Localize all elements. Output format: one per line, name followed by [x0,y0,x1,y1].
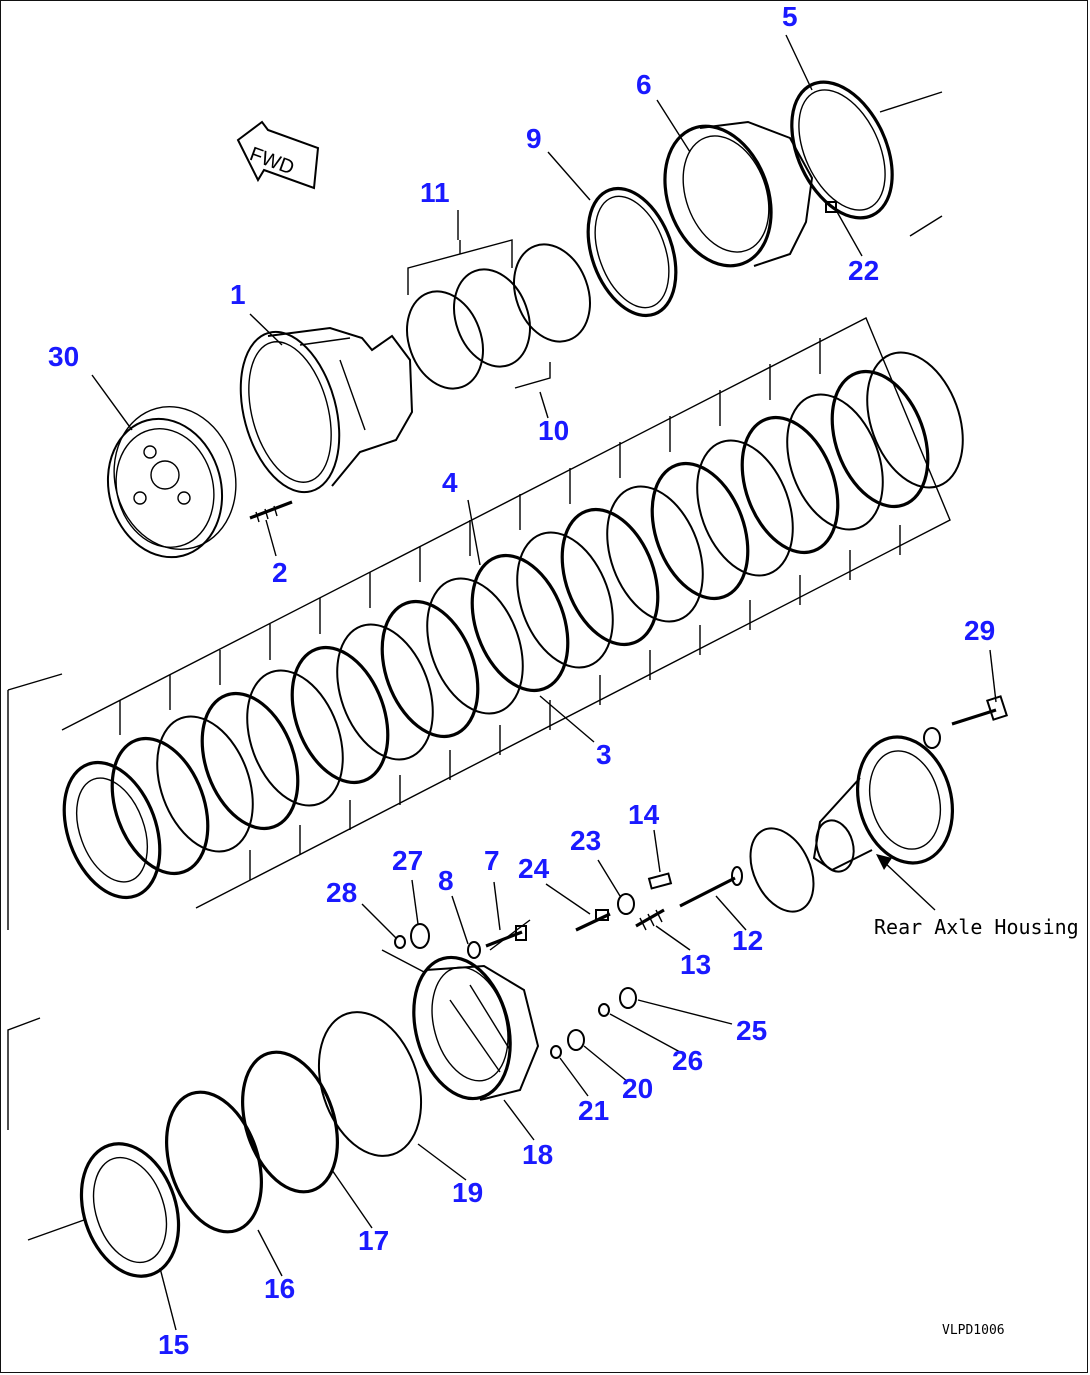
callout-14: 14 [628,799,660,830]
plate-pack-frame [7,317,951,930]
callout-27: 27 [392,845,423,876]
callout-16: 16 [264,1273,295,1304]
part-11-seal-rings [406,239,591,390]
rear-axle-housing [749,735,955,913]
callout-3: 3 [596,739,612,770]
drawing-id: VLPD1006 [942,1323,1005,1338]
callout-13: 13 [680,949,711,980]
part-6-piston [663,120,814,268]
callout-15: 15 [158,1329,189,1360]
callout-2: 2 [272,557,288,588]
callout-5: 5 [782,1,798,32]
part-28-washer [394,935,406,949]
fwd-direction-arrow: FWD [236,120,320,190]
callout-6: 6 [636,69,652,100]
part-9-ring [586,186,678,318]
part-3-part-4-plates [62,351,964,900]
part-25-plug [619,987,637,1009]
part-5-snap-ring [790,80,943,237]
callout-28: 28 [326,877,357,908]
part-19-seal [317,1011,423,1157]
callout-29: 29 [964,615,995,646]
callout-9: 9 [526,123,542,154]
rear-axle-housing-label: Rear Axle Housing [874,915,1079,939]
part-26-washer [598,1003,610,1017]
part-7-bolt [485,925,527,948]
part-13-spring [635,908,665,931]
part-23-plug [617,893,635,915]
callout-17: 17 [358,1225,389,1256]
callout-4: 4 [442,467,458,498]
callout-1: 1 [230,279,246,310]
part-21-washer [550,1045,562,1059]
callout-30: 30 [48,341,79,372]
callout-12: 12 [732,925,763,956]
callout-11: 11 [420,177,450,208]
part-12-pin [679,866,743,908]
callout-26: 26 [672,1045,703,1076]
part-17-seal [241,1050,339,1194]
callout-22: 22 [848,255,879,286]
part-16-seal [165,1090,263,1234]
callout-25: 25 [736,1015,767,1046]
part-29-bolt [923,695,1009,749]
callout-19: 19 [452,1177,483,1208]
part-2-bolt [249,500,293,523]
part-18-cylinder [381,919,540,1101]
part-14-key [647,872,673,890]
callout-numbers: 5 6 9 11 22 1 30 10 4 2 29 3 14 23 27 7 … [48,1,995,1360]
part-8-washer [467,941,481,959]
part-1-drum [239,326,414,494]
leader-lines [91,34,997,1331]
part-20-plug [567,1029,585,1051]
callout-24: 24 [518,853,550,884]
callout-8: 8 [438,865,454,896]
part-15-cover [7,1017,181,1278]
callout-20: 20 [622,1073,653,1104]
callout-10: 10 [538,415,569,446]
part-24-fitting [575,909,611,932]
callout-21: 21 [578,1095,609,1126]
callout-18: 18 [522,1139,553,1170]
callout-23: 23 [570,825,601,856]
part-27-plug [410,923,430,949]
callout-7: 7 [484,845,500,876]
part-30-hub [106,406,237,559]
